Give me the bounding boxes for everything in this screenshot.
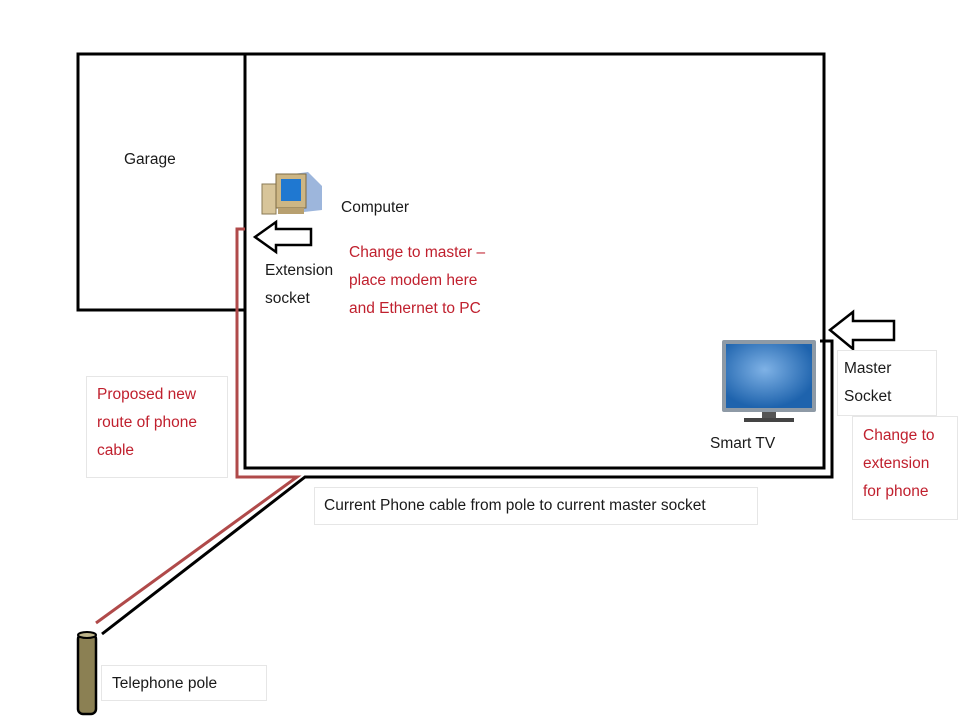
- change-to-extension-box: Change to extension for phone: [852, 416, 958, 520]
- telephone-pole-icon: [76, 631, 98, 716]
- master-socket-box: Master Socket: [837, 350, 937, 416]
- computer-icon: [261, 172, 322, 215]
- house-wall: [243, 52, 826, 470]
- computer-label: Computer: [341, 199, 410, 216]
- telephone-pole-label: Telephone pole: [112, 675, 218, 692]
- smart-tv-icon: [722, 340, 816, 422]
- change-to-master-note: Change to master – place modem here and …: [349, 244, 486, 317]
- current-cable-note: Current Phone cable from pole to current…: [324, 497, 706, 514]
- garage-label: Garage: [124, 151, 176, 168]
- master-socket-arrow-icon: [828, 309, 896, 352]
- telephone-pole-box: Telephone pole: [101, 665, 267, 701]
- garage-wall: [76, 52, 247, 312]
- current-phone-cable: [101, 339, 834, 636]
- smart-tv-label: Smart TV: [710, 435, 776, 452]
- proposed-phone-cable: [95, 227, 302, 625]
- proposed-route-box: Proposed new route of phone cable: [86, 376, 228, 478]
- current-cable-box: Current Phone cable from pole to current…: [314, 487, 758, 525]
- master-socket-label: Master Socket: [844, 360, 892, 405]
- extension-socket-label: Extension socket: [265, 262, 334, 307]
- extension-socket-arrow-icon: [252, 219, 313, 255]
- proposed-route-note: Proposed new route of phone cable: [97, 386, 197, 459]
- change-to-extension-note: Change to extension for phone: [863, 427, 935, 500]
